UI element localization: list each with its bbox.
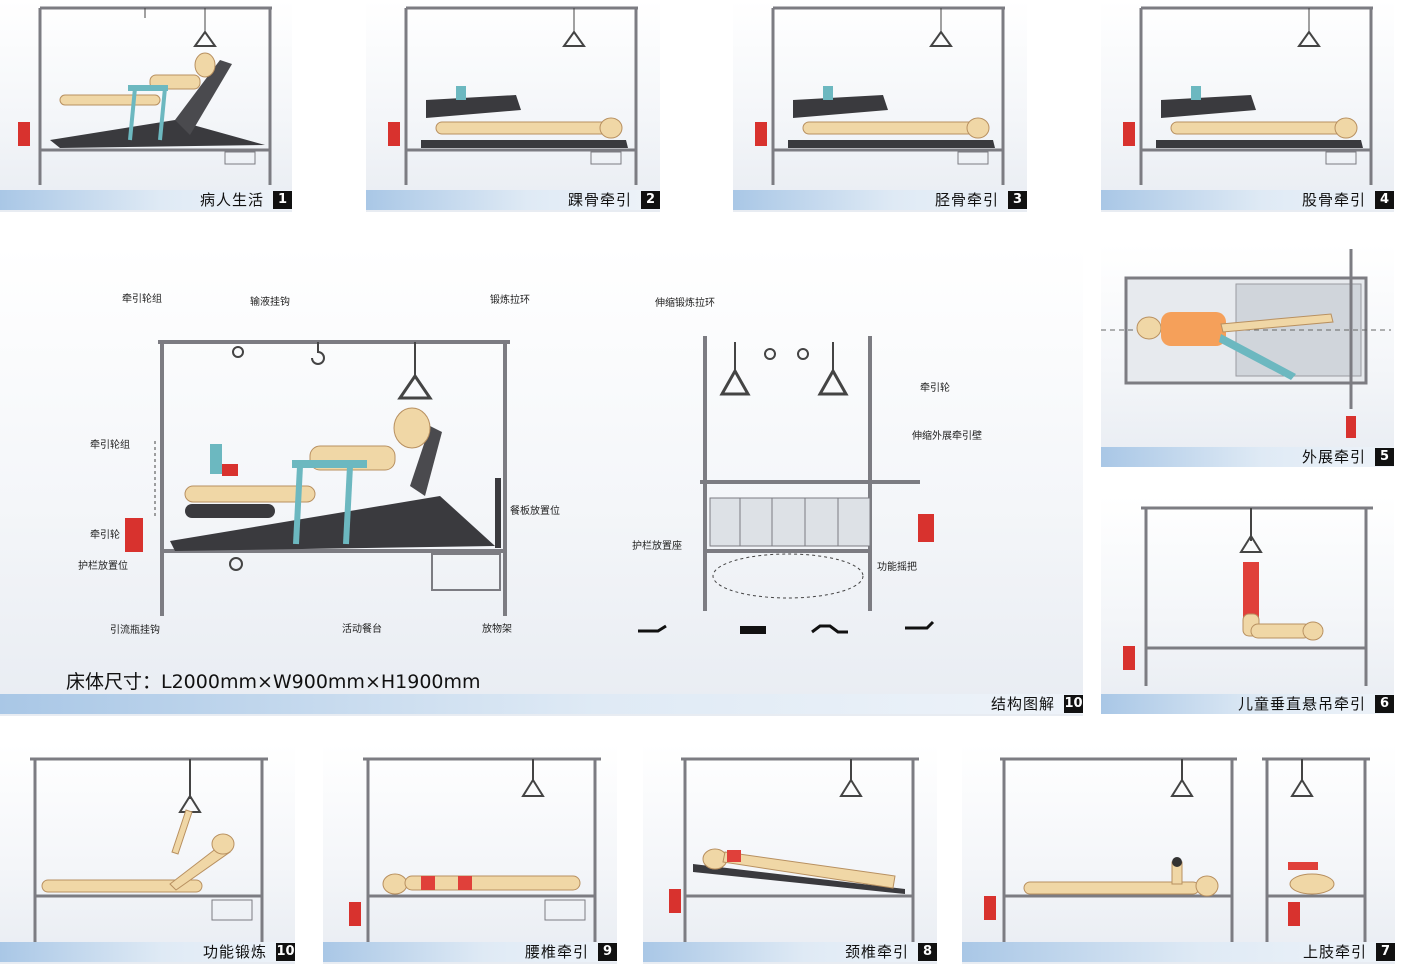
callout-drainage-hook: 引流瓶挂钩 <box>110 621 160 636</box>
callout-traction-pulley-right: 牵引轮 <box>920 379 950 394</box>
panel-number: 9 <box>598 943 617 961</box>
callout-traction-pulley: 牵引轮 <box>90 526 120 541</box>
callout-traction-wheel-group-side: 牵引轮组 <box>90 436 130 451</box>
panel-caption: 胫骨牵引 3 <box>733 190 1027 210</box>
panel-title: 结构图解 <box>991 694 1055 714</box>
panel-title: 颈椎牵引 <box>845 942 909 962</box>
panel-title: 病人生活 <box>200 190 264 210</box>
panel-caption: 上肢牵引 7 <box>962 942 1395 962</box>
panel-cervical-traction: 颈椎牵引 8 <box>643 744 937 964</box>
structure-illustration <box>0 246 1083 716</box>
panel-caption: 踝骨牵引 2 <box>366 190 660 210</box>
bed-illustration <box>643 744 937 964</box>
panel-title: 踝骨牵引 <box>568 190 632 210</box>
panel-caption: 股骨牵引 4 <box>1101 190 1394 210</box>
panel-number: 7 <box>1376 943 1395 961</box>
panel-caption: 腰椎牵引 9 <box>323 942 617 962</box>
callout-telescopic-wall: 伸缩外展牵引壁 <box>912 427 982 442</box>
callout-function-crank: 功能摇把 <box>877 558 917 573</box>
panel-lumbar-traction: 腰椎牵引 9 <box>323 744 617 964</box>
callout-table-position: 餐板放置位 <box>510 502 560 517</box>
panel-caption: 功能锻炼 10 <box>0 942 295 962</box>
bed-illustration <box>323 744 617 964</box>
bed-illustration <box>0 0 292 212</box>
bed-illustration <box>0 744 295 964</box>
bed-illustration <box>366 0 660 212</box>
callout-infusion-hook: 输液挂钩 <box>250 293 290 308</box>
callout-traction-wheel-group-top: 牵引轮组 <box>122 290 162 305</box>
panel-patient-life: 病人生活 1 <box>0 0 292 212</box>
panel-caption: 颈椎牵引 8 <box>643 942 937 962</box>
panel-caption: 外展牵引 5 <box>1101 447 1394 467</box>
panel-number: 8 <box>918 943 937 961</box>
panel-title: 胫骨牵引 <box>935 190 999 210</box>
panel-function-exercise: 功能锻炼 10 <box>0 744 295 964</box>
panel-child-vertical-suspension: 儿童垂直悬吊牵引 6 <box>1101 496 1394 714</box>
panel-number: 10 <box>276 943 295 961</box>
panel-tibia-traction: 胫骨牵引 3 <box>733 0 1027 212</box>
callout-guardrail-position: 护栏放置位 <box>78 557 128 572</box>
panel-ankle-traction: 踝骨牵引 2 <box>366 0 660 212</box>
panel-title: 功能锻炼 <box>203 942 267 962</box>
panel-number: 2 <box>641 191 660 209</box>
panel-caption: 结构图解 10 <box>0 694 1083 714</box>
panel-number: 1 <box>273 191 292 209</box>
bed-illustration <box>1101 0 1394 212</box>
panel-number: 4 <box>1375 191 1394 209</box>
callout-movable-table: 活动餐台 <box>342 620 382 635</box>
panel-abduction-traction: 外展牵引 5 <box>1101 244 1394 467</box>
callout-exercise-ring: 锻炼拉环 <box>490 291 530 306</box>
callout-telescopic-ring: 伸缩锻炼拉环 <box>655 294 715 309</box>
panel-title: 股骨牵引 <box>1302 190 1366 210</box>
panel-title: 上肢牵引 <box>1303 942 1367 962</box>
callout-guardrail-seat: 护栏放置座 <box>632 537 682 552</box>
panel-structure-diagram: 牵引轮组 输液挂钩 锻炼拉环 牵引轮组 牵引轮 护栏放置位 引流瓶挂钩 活动餐台… <box>0 246 1083 716</box>
bed-illustration <box>733 0 1027 212</box>
bed-illustration <box>1101 496 1394 714</box>
panel-number: 3 <box>1008 191 1027 209</box>
panel-caption: 儿童垂直悬吊牵引 6 <box>1101 694 1394 714</box>
panel-number: 5 <box>1375 448 1394 466</box>
panel-title: 外展牵引 <box>1302 447 1366 467</box>
bed-topview-illustration <box>1101 244 1394 467</box>
panel-caption: 病人生活 1 <box>0 190 292 210</box>
panel-femur-traction: 股骨牵引 4 <box>1101 0 1394 212</box>
panel-number: 10 <box>1064 695 1083 713</box>
panel-title: 儿童垂直悬吊牵引 <box>1238 694 1366 714</box>
panel-upper-limb-traction: 上肢牵引 7 <box>962 744 1395 964</box>
panel-number: 6 <box>1375 695 1394 713</box>
panel-title: 腰椎牵引 <box>525 942 589 962</box>
bed-illustration <box>962 744 1395 964</box>
bed-dimensions: 床体尺寸：L2000mm×W900mm×H1900mm <box>66 667 481 694</box>
callout-storage-rack: 放物架 <box>482 620 512 635</box>
